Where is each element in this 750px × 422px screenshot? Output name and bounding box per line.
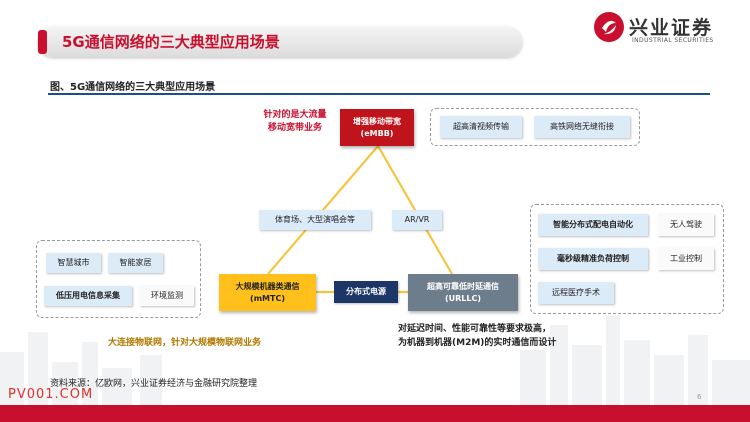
figure-title-underline [48,93,710,95]
urllc-apps-group [530,204,724,314]
urllc-app-chip: 无人驾驶 [658,214,714,236]
urllc-note: 对延迟时间、性能可靠性等要求极高， 为机器到机器(M2M)的实时通信而设计 [398,324,557,348]
mmtc-app-chip: 智慧城市 [46,253,101,273]
mmtc-app-chip: 环境监测 [140,286,194,306]
urllc-app-chip: 远程医疗手术 [538,282,614,304]
logo-icon [594,12,624,42]
mmtc-app-chip: 智能家居 [108,253,163,273]
edge-label-embb-mmtc: 体育场、大型演唱会等 [259,210,371,230]
figure-title: 图、5G通信网络的三大典型应用场景 [50,82,216,93]
mmtc-note: 大连接物联网，针对大规模物联网业务 [108,338,262,348]
embb-app-chip: 超高清视频传输 [440,116,522,138]
urllc-app-chip: 工业控制 [658,248,714,270]
edge-label-mmtc-urllc: 分布式电源 [334,281,398,303]
watermark: PV001.COM [8,387,94,402]
source-note: 资料来源：亿欧网，兴业证券经济与金融研究院整理 [50,379,258,389]
title-bar [38,27,522,57]
embb-note: 针对的是大流量 移动宽带业务 [263,110,327,133]
logo-text: 兴业证券 [629,17,714,39]
node-mmtc: 大规模机器类通信 (mMTC) [219,274,316,311]
embb-apps-group [430,108,640,146]
node-urllc: 超高可靠低时延通信 (URLLC) [408,274,518,311]
urllc-app-chip: 毫秒级精准负荷控制 [538,248,648,270]
bottom-strip [0,405,750,422]
mmtc-apps-group [36,240,201,318]
urllc-app-chip: 智能分布式配电自动化 [538,214,648,236]
mmtc-app-chip: 低压用电信息采集 [44,286,132,306]
logo-subtext: INDUSTRIAL SECURITIES [632,37,714,44]
embb-app-chip: 高铁网络无缝衔接 [534,116,630,138]
page-title: 5G通信网络的三大典型应用场景 [62,33,280,51]
title-accent-mark [38,30,47,54]
edge-label-embb-urllc: AR/VR [392,210,442,230]
node-embb: 增强移动带宽 (eMBB) [340,109,414,146]
page-number: 6 [697,393,702,401]
